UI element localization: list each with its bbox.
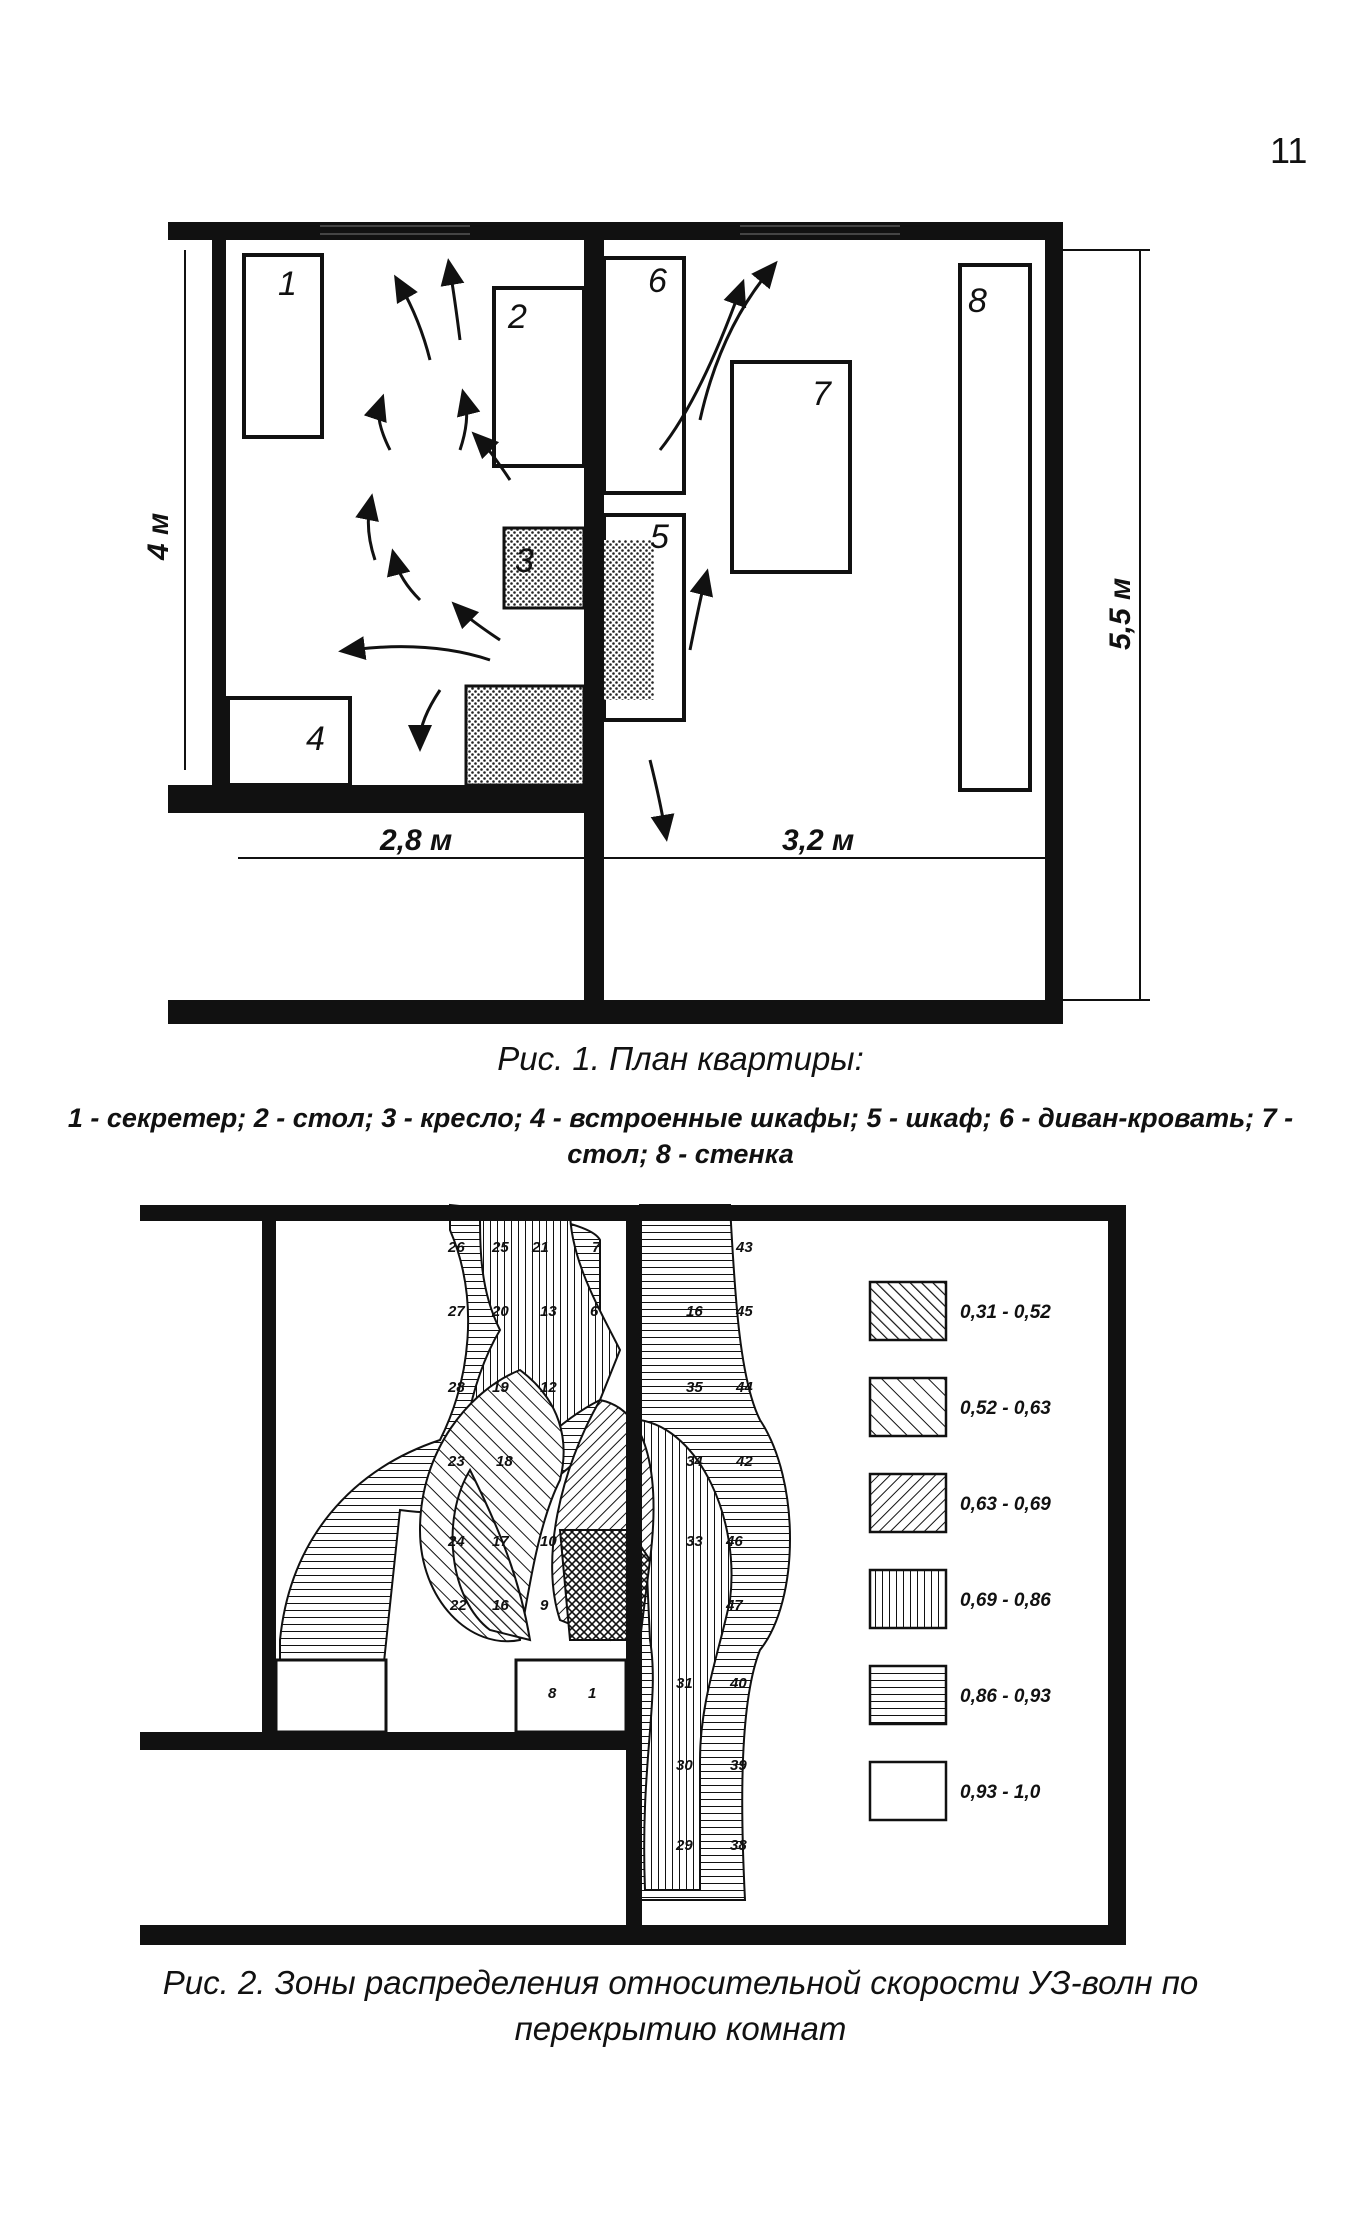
zone-0.69-0.86-right <box>638 1418 733 1891</box>
point-label: 25 <box>491 1239 509 1256</box>
label-item-1: 1 <box>278 265 297 303</box>
figure-2-caption: Рис. 2. Зоны распределения относительной… <box>0 1960 1361 2052</box>
point-label: 28 <box>447 1379 465 1396</box>
legend-swatch-5 <box>868 1664 948 1726</box>
label-item-5: 5 <box>650 518 669 556</box>
walls-fig2 <box>140 1205 1126 1945</box>
legend-label-3: 0,63 - 0,69 <box>960 1494 1051 1515</box>
dim-left-height: 4 м <box>142 513 175 561</box>
point-label: 12 <box>540 1379 557 1396</box>
point-label: 26 <box>447 1239 465 1256</box>
item-1-secretary <box>242 253 324 439</box>
legend-swatch-4 <box>868 1568 948 1630</box>
legend-swatch-6 <box>868 1760 948 1822</box>
item-4-wardrobe <box>226 696 352 787</box>
legend-label-6: 0,93 - 1,0 <box>960 1782 1041 1803</box>
velocity-zones <box>279 1203 791 1901</box>
furniture <box>226 253 1032 792</box>
legend-swatch-3 <box>868 1472 948 1534</box>
point-label: 29 <box>675 1837 693 1854</box>
point-label: 7 <box>592 1239 601 1256</box>
windows <box>320 225 900 235</box>
point-label: 8 <box>548 1685 557 1702</box>
zone-legend <box>868 1280 948 1822</box>
point-label: 39 <box>730 1757 747 1774</box>
point-label: 44 <box>735 1379 753 1396</box>
walls <box>168 222 1063 1024</box>
point-label: 18 <box>496 1453 513 1470</box>
point-label: 27 <box>447 1303 465 1320</box>
figure-1-floor-plan: 1 2 3 4 5 6 7 8 4 м 5,5 м 2,8 м <box>142 222 1150 1024</box>
point-label: 31 <box>676 1675 693 1692</box>
legend-label-2: 0,52 - 0,63 <box>960 1398 1051 1419</box>
point-label: 38 <box>730 1837 747 1854</box>
point-label: 16 <box>686 1303 703 1320</box>
figure-1-caption-legend: 1 - секретер; 2 - стол; 3 - кресло; 4 - … <box>0 1100 1361 1172</box>
furniture-fig2 <box>274 1658 628 1734</box>
point-label: 22 <box>449 1597 467 1614</box>
item-6-sofa-bed <box>602 256 686 495</box>
label-item-4: 4 <box>306 720 325 758</box>
measurement-points: 26 25 21 7 43 27 20 13 6 16 45 28 19 12 … <box>447 1239 753 1854</box>
point-label: 13 <box>540 1303 557 1320</box>
point-label: 19 <box>492 1379 509 1396</box>
point-label: 46 <box>725 1533 743 1550</box>
point-label: 16 <box>492 1597 509 1614</box>
figure-2-zones: 26 25 21 7 43 27 20 13 6 16 45 28 19 12 … <box>140 1203 1126 1945</box>
point-label: 40 <box>729 1675 747 1692</box>
legend-label-4: 0,69 - 0,86 <box>960 1590 1051 1611</box>
figure-1-legend-text: 1 - секретер; 2 - стол; 3 - кресло; 4 - … <box>67 1103 1294 1169</box>
item-2-table <box>492 286 586 468</box>
point-label: 34 <box>686 1453 703 1470</box>
label-item-3: 3 <box>515 542 534 580</box>
point-label: 1 <box>588 1685 596 1702</box>
point-label: 21 <box>531 1239 549 1256</box>
figure-1-caption-title: Рис. 1. План квартиры: <box>497 1040 864 1077</box>
label-item-6: 6 <box>648 262 667 300</box>
label-item-8: 8 <box>968 282 987 320</box>
dimension-lines <box>184 249 1150 1001</box>
label-item-7: 7 <box>812 375 832 413</box>
point-label: 45 <box>735 1303 753 1320</box>
item-3b-armchair <box>464 684 586 787</box>
point-label: 9 <box>540 1597 549 1614</box>
legend-swatch-2 <box>868 1376 948 1438</box>
dim-left-width: 2,8 м <box>379 824 452 857</box>
point-label: 43 <box>735 1239 753 1256</box>
figure-2-caption-text: Рис. 2. Зоны распределения относительной… <box>162 1964 1199 2047</box>
legend-label-1: 0,31 - 0,52 <box>960 1302 1051 1323</box>
flow-arrows <box>338 258 778 842</box>
point-label: 47 <box>725 1597 743 1614</box>
point-label: 10 <box>540 1533 557 1550</box>
dim-total-height: 5,5 м <box>1104 578 1137 650</box>
point-label: 20 <box>491 1303 509 1320</box>
legend-label-5: 0,86 - 0,93 <box>960 1686 1051 1707</box>
item-7-table <box>730 360 852 574</box>
page-number: 11 <box>1270 130 1308 171</box>
point-label: 17 <box>492 1533 509 1550</box>
label-item-2: 2 <box>507 298 527 336</box>
point-label: 33 <box>686 1533 703 1550</box>
point-label: 42 <box>735 1453 753 1470</box>
point-label: 35 <box>686 1379 703 1396</box>
point-label: 30 <box>676 1757 693 1774</box>
dim-right-width: 3,2 м <box>782 824 854 857</box>
legend-swatch-1 <box>868 1280 948 1342</box>
point-label: 6 <box>590 1303 599 1320</box>
item-3-armchair <box>502 526 586 610</box>
item-8-wall-unit <box>958 263 1032 792</box>
point-label: 23 <box>447 1453 465 1470</box>
point-label: 24 <box>447 1533 465 1550</box>
zone-0.31-0.52 <box>451 1467 532 1642</box>
